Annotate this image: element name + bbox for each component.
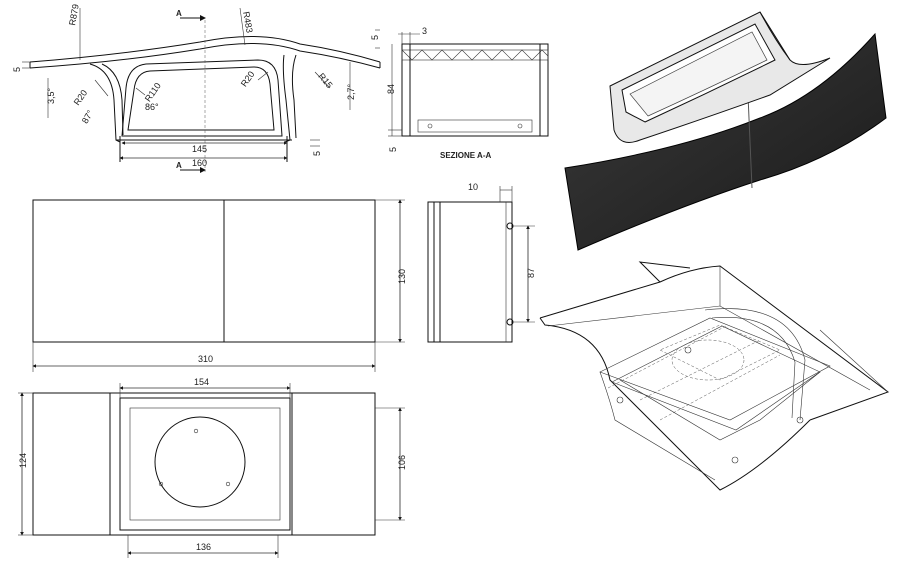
- dim-160: 160: [192, 158, 207, 168]
- dim-87: 87: [526, 268, 536, 278]
- iso-solid-view: [564, 11, 887, 251]
- dim-r879: R879: [67, 3, 81, 26]
- dim-angle-86: 86°: [145, 102, 159, 112]
- iso-wireframe-view: [539, 261, 890, 491]
- dim-154: 154: [194, 377, 209, 387]
- section-label-bottom: A: [176, 161, 182, 170]
- dim-r483: R483: [241, 11, 255, 34]
- dim-angle-3-5: 3,5°: [46, 87, 56, 104]
- dim-r20-left: R20: [72, 88, 90, 107]
- dim-3: 3: [422, 26, 427, 36]
- front-view: A A R879 R483 5 5 R20 R110 R20 R15 3,5° …: [12, 3, 381, 173]
- dim-r15: R15: [316, 71, 334, 90]
- section-title: SEZIONE A-A: [440, 151, 491, 160]
- dim-310: 310: [198, 354, 213, 364]
- dim-84: 84: [386, 84, 396, 94]
- bottom-view: 154 124 106 136: [18, 377, 407, 558]
- dim-5-bottom: 5: [312, 151, 322, 156]
- dim-5-section: 5: [388, 147, 398, 152]
- dim-angle-2-7: 2,7°: [346, 83, 356, 100]
- dim-130: 130: [397, 269, 407, 284]
- dim-136: 136: [196, 542, 211, 552]
- dim-5-top: 5: [370, 35, 380, 40]
- dim-r20-right: R20: [239, 69, 257, 88]
- dim-124: 124: [18, 453, 28, 468]
- dim-10: 10: [468, 182, 478, 192]
- dim-145: 145: [192, 144, 207, 154]
- top-view: 310 130: [32, 199, 407, 372]
- bottom-round-plate: [154, 416, 246, 508]
- side-view: 10 87: [427, 182, 536, 343]
- section-label-top: A: [176, 9, 182, 18]
- dim-106: 106: [397, 455, 407, 470]
- dim-5-left: 5: [12, 67, 22, 72]
- dim-angle-87: 87°: [80, 108, 96, 125]
- dim-r110: R110: [143, 81, 163, 104]
- section-view: 3 84 5 SEZIONE A-A: [386, 26, 549, 160]
